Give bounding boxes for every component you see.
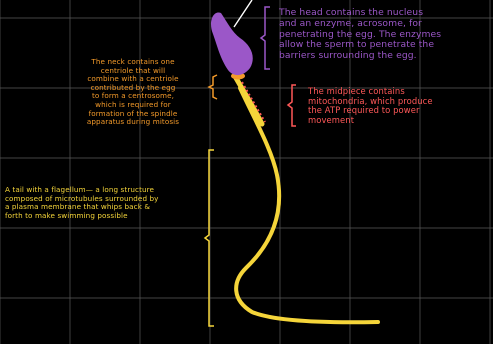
sperm-head [211, 13, 253, 76]
tail-brace [205, 150, 214, 326]
neck-annotation: The neck contains one centriole that wil… [58, 58, 208, 127]
midpiece-annotation: The midpiece contains mitochondria, whic… [308, 87, 488, 125]
head-brace [261, 7, 270, 69]
midpiece-brace [288, 85, 296, 126]
tail-annotation: A tail with a flagellum— a long structur… [5, 186, 215, 220]
pointer-line [234, 0, 252, 27]
midpiece [236, 78, 262, 124]
head-annotation: The head contains the nucleus and an enz… [279, 8, 491, 62]
